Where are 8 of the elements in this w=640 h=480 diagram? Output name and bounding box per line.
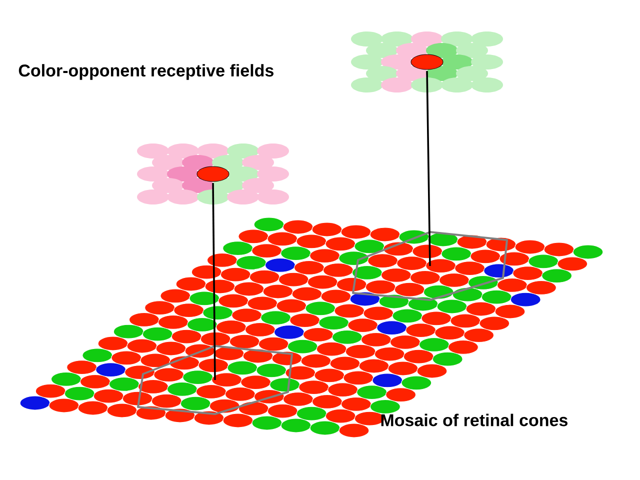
hexagon-outline <box>352 231 508 301</box>
hexagon-outline <box>137 345 293 415</box>
caption-text: Mosaic of retinal cones <box>381 414 568 426</box>
caption-text: Color-opponent receptive fields <box>18 64 274 80</box>
connector-line <box>212 183 216 380</box>
connector-line <box>426 71 431 266</box>
receptive-field-drawing <box>137 144 289 204</box>
receptive-field-drawing <box>351 32 503 92</box>
